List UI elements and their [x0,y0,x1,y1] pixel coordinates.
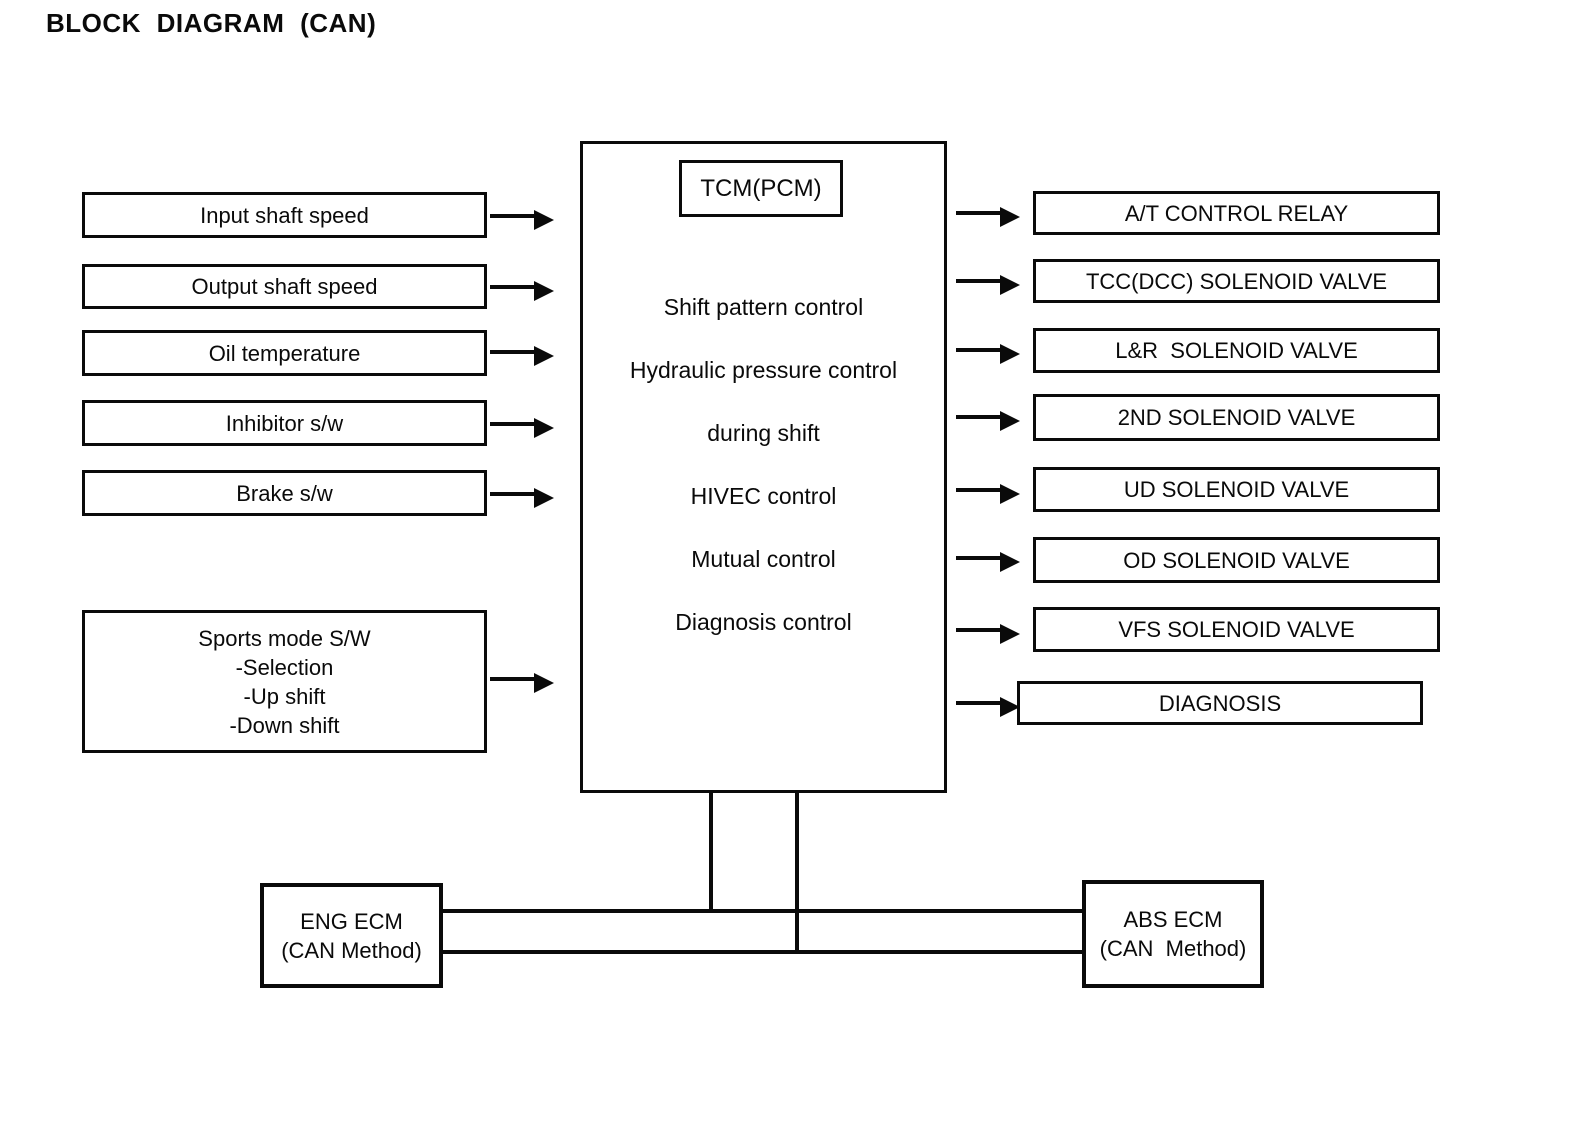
input-shaft-speed-label: Input shaft speed [200,202,369,228]
ud-solenoid-valve-box: UD SOLENOID VALVE [1033,467,1440,512]
oil-temperature-label: Oil temperature [208,340,361,366]
od-solenoid-valve-box: OD SOLENOID VALVE [1033,537,1440,583]
lr-solenoid-valve-label: L&R SOLENOID VALVE [1115,338,1358,363]
brake-switch-label: Brake s/w [236,480,333,506]
lr-solenoid-valve-box: L&R SOLENOID VALVE [1033,328,1440,373]
inhibitor-switch-box: Inhibitor s/w [82,400,487,446]
arrow-right-icon [490,488,554,508]
can-bus-line-lower [443,950,1082,954]
tcm-function: Mutual control [691,546,836,572]
input-shaft-speed-box: Input shaft speed [82,192,487,238]
inhibitor-switch-label: Inhibitor s/w [225,410,344,436]
od-solenoid-valve-label: OD SOLENOID VALVE [1123,547,1350,573]
arrow-right-icon [956,484,1020,504]
at-control-relay-box: A/T CONTROL RELAY [1033,191,1440,235]
arrow-right-icon [490,673,554,693]
vfs-solenoid-valve-box: VFS SOLENOID VALVE [1033,607,1440,652]
tcc-solenoid-valve-label: TCC(DCC) SOLENOID VALVE [1085,268,1388,294]
oil-temperature-box: Oil temperature [82,330,487,376]
output-shaft-speed-box: Output shaft speed [82,264,487,309]
tcm-to-bus-connector-1 [709,793,713,913]
arrow-right-icon [956,552,1020,572]
diagnosis-box: DIAGNOSIS [1017,681,1423,725]
tcm-label: TCM(PCM) [700,175,822,202]
diagnosis-label: DIAGNOSIS [1158,690,1282,716]
arrow-right-icon [490,281,554,301]
tcm-box [580,141,947,793]
tcm-function: Hydraulic pressure control [629,357,898,383]
arrow-right-icon [956,624,1020,644]
tcm-function-list: Shift pattern control Hydraulic pressure… [583,276,944,654]
sports-mode-switch-box: Sports mode S/W -Selection -Up shift -Do… [82,610,487,753]
can-bus-line-upper [443,909,1082,913]
at-control-relay-label: A/T CONTROL RELAY [1124,200,1349,226]
arrow-right-icon [490,210,554,230]
arrow-right-icon [956,697,1020,717]
tcm-label-box: TCM(PCM) [679,160,843,217]
second-solenoid-valve-box: 2ND SOLENOID VALVE [1033,394,1440,441]
tcm-function: HIVEC control [690,483,837,509]
arrow-right-icon [956,344,1020,364]
vfs-solenoid-valve-label: VFS SOLENOID VALVE [1118,617,1355,642]
abs-ecm-label: ABS ECM (CAN Method) [1099,907,1247,961]
arrow-right-icon [490,346,554,366]
tcm-function: Shift pattern control [663,294,864,320]
arrow-right-icon [490,418,554,438]
page-title: BLOCK DIAGRAM (CAN) [46,8,377,38]
tcm-function: Diagnosis control [675,609,852,635]
tcm-function: during shift [707,420,820,446]
sports-mode-switch-label: Sports mode S/W -Selection -Up shift -Do… [198,625,371,738]
ud-solenoid-valve-label: UD SOLENOID VALVE [1123,477,1350,502]
abs-ecm-box: ABS ECM (CAN Method) [1082,880,1264,988]
arrow-right-icon [956,207,1020,227]
arrow-right-icon [956,411,1020,431]
arrow-right-icon [956,275,1020,295]
second-solenoid-valve-label: 2ND SOLENOID VALVE [1117,405,1356,430]
tcc-solenoid-valve-box: TCC(DCC) SOLENOID VALVE [1033,259,1440,303]
brake-switch-box: Brake s/w [82,470,487,516]
eng-ecm-box: ENG ECM (CAN Method) [260,883,443,988]
eng-ecm-label: ENG ECM (CAN Method) [281,908,422,963]
tcm-to-bus-connector-2 [795,793,799,954]
output-shaft-speed-label: Output shaft speed [191,274,378,299]
